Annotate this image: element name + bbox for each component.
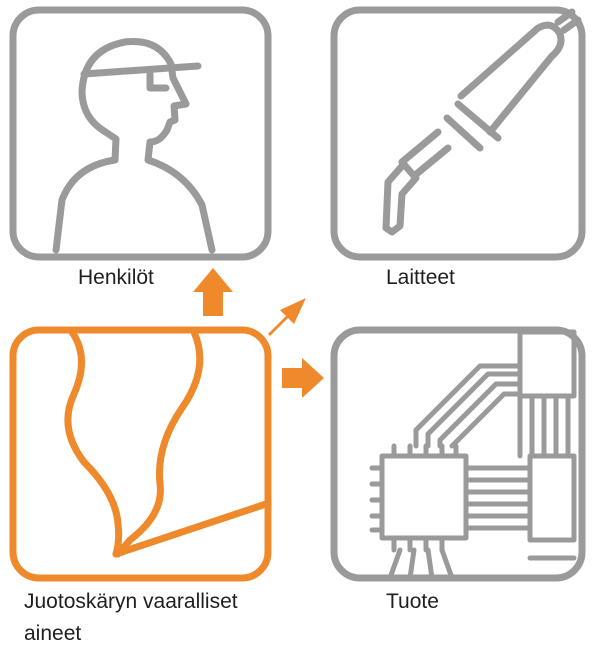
equipment-label: Laitteet — [386, 266, 455, 289]
arrow-diagonal-icon — [268, 298, 306, 336]
equipment-tile — [320, 0, 593, 270]
arrow-right-icon — [282, 358, 324, 398]
fumes-tile-frame — [9, 326, 272, 582]
arrow-up-icon — [193, 268, 233, 316]
soldering-iron-icon — [382, 8, 582, 236]
fumes-label-line-1: Juotoskäryn vaaralliset — [24, 590, 238, 613]
people-tile — [0, 0, 280, 270]
circuit-board-icon — [369, 329, 577, 581]
product-tile — [320, 318, 593, 588]
people-label: Henkilöt — [78, 266, 154, 289]
worker-head-icon — [52, 37, 216, 254]
people-tile-frame — [9, 6, 272, 261]
product-label: Tuote — [386, 590, 439, 613]
equipment-tile-frame — [330, 6, 586, 261]
fumes-tile — [0, 318, 280, 588]
fumes-label-line-2: aineet — [24, 622, 82, 645]
fumes-icon — [64, 328, 270, 558]
product-tile-frame — [330, 326, 586, 582]
